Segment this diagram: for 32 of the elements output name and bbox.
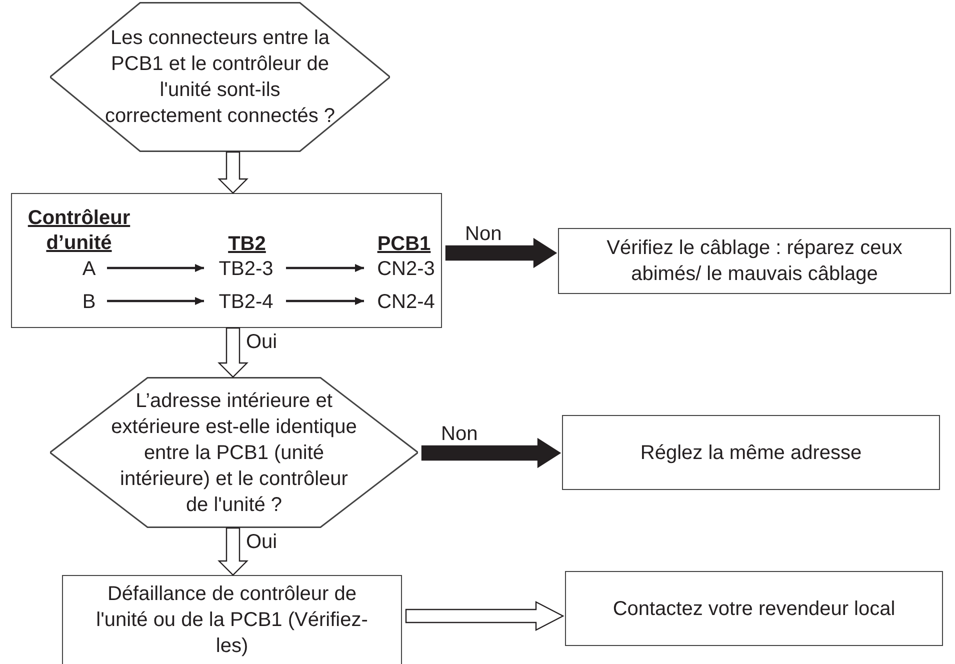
decision-hexagon: [50, 2, 390, 152]
box-text: Réglez la même adresse: [639, 440, 863, 466]
column-header: PCB1: [376, 232, 432, 257]
terminal-label: TB2-3: [209, 258, 283, 280]
hollow-arrow: [218, 527, 248, 576]
terminal-label: CN2-3: [369, 258, 443, 280]
block-arrow: [445, 238, 558, 268]
box-text: Contactez votre revendeur local: [612, 596, 896, 622]
terminal-label: TB2-4: [209, 291, 283, 313]
terminal-label: A: [74, 258, 104, 280]
process-box: [62, 575, 402, 664]
column-header: Contrôleur d’unité: [26, 206, 132, 256]
hollow-arrow: [405, 601, 564, 631]
terminal-label: CN2-4: [369, 291, 443, 313]
arrow: [107, 264, 204, 272]
decision-hexagon: [50, 377, 418, 528]
question-text: Les connecteurs entre la PCB1 et le contrôleur de l'unité sont-ils correctement connectés ?: [104, 26, 336, 129]
box-text: Défaillance de contrôleur de l'unité ou de la PCB1 (Vérifiez-les): [95, 582, 369, 659]
box-text: Vérifiez le câblage : réparez ceux abimés/ le mauvais câblage: [606, 236, 904, 287]
question-text: L’adresse intérieure et extérieure est-elle identique entre la PCB1 (unité intérieure) et le contrôleur de l'unité ?: [110, 388, 358, 518]
process-box: [562, 415, 940, 490]
process-box: [565, 571, 943, 646]
arrow: [107, 297, 204, 305]
arrow: [286, 264, 364, 272]
block-arrow: [421, 438, 562, 468]
terminal-label: B: [74, 291, 104, 313]
process-box: [558, 228, 951, 294]
column-header: TB2: [227, 232, 267, 257]
hollow-arrow: [218, 327, 248, 378]
wiring-table-box: [11, 193, 442, 328]
hollow-arrow: [218, 151, 248, 194]
arrow: [286, 297, 364, 305]
